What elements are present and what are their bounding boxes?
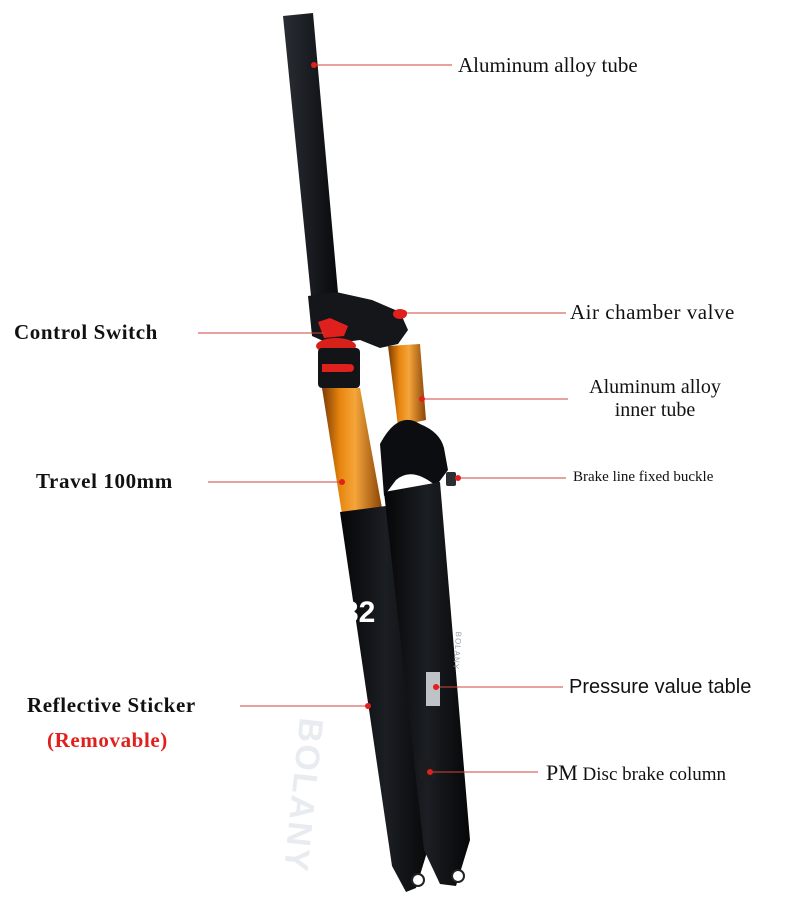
brake-buckle (446, 472, 456, 486)
label-inner-tube-line2: inner tube (614, 399, 696, 421)
fork-arch (380, 419, 448, 496)
dot-reflective (365, 703, 371, 709)
dot-pm-disc (427, 769, 433, 775)
right-stanchion (388, 344, 426, 426)
label-removable: (Removable) (47, 728, 168, 752)
label-pm-prefix: PM (546, 760, 578, 785)
left-stanchion (322, 388, 382, 514)
dot-aluminum-tube (311, 62, 317, 68)
label-pm-disc: PM Disc brake column (546, 760, 726, 786)
label-reflective: Reflective Sticker (27, 693, 196, 717)
fork-crown (308, 292, 408, 348)
label-pm-rest: Disc brake column (577, 764, 727, 785)
dot-control-switch (324, 330, 330, 336)
dot-pressure-table (433, 684, 439, 690)
steerer-tube (283, 13, 339, 312)
label-pressure-table: Pressure value table (569, 676, 752, 698)
label-brake-buckle: Brake line fixed buckle (573, 469, 714, 485)
dot-brake-buckle (455, 475, 461, 481)
dot-travel (339, 479, 345, 485)
dot-air-valve (401, 310, 407, 316)
label-inner-tube-line1: Aluminum alloy (589, 376, 721, 398)
pressure-table-sticker (426, 672, 440, 706)
label-inner-tube: Aluminum alloy inner tube (574, 376, 736, 422)
label-aluminum-tube: Aluminum alloy tube (458, 53, 638, 77)
right-dropout (451, 869, 465, 883)
size-decal: 32 (342, 596, 376, 629)
left-lower-leg (340, 506, 432, 892)
label-control-switch: Control Switch (14, 320, 158, 344)
switch-label (322, 364, 348, 372)
dot-inner-tube (419, 396, 425, 402)
label-travel: Travel 100mm (36, 469, 173, 493)
left-dropout (411, 873, 425, 887)
label-air-valve: Air chamber valve (570, 300, 735, 324)
